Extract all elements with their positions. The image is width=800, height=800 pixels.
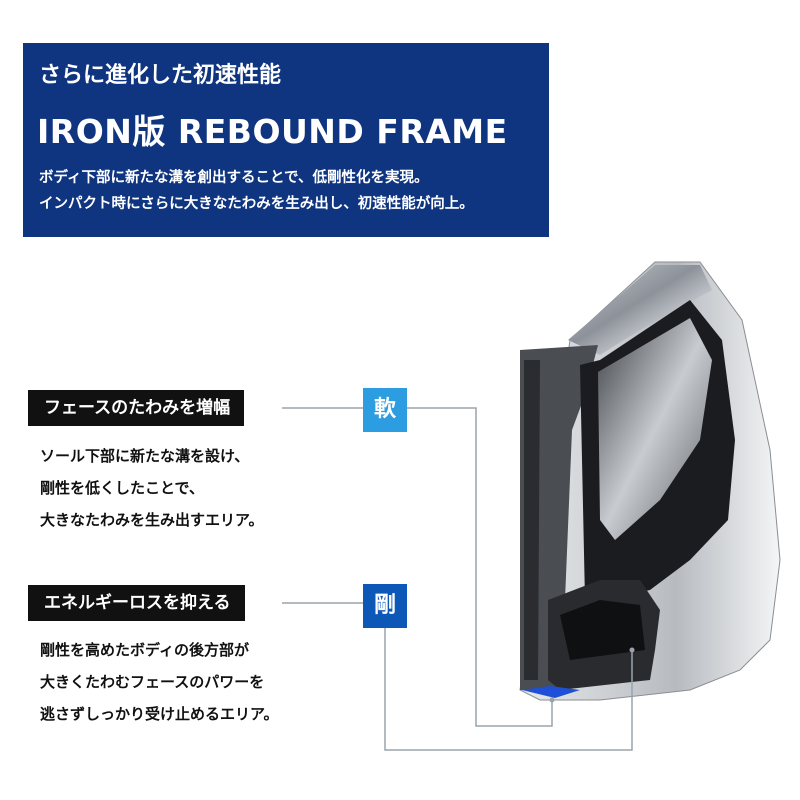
feature2-line-1: 剛性を高めたボディの後方部が — [40, 641, 249, 659]
feature-desc-face-flex: ソール下部に新たな溝を設け、 剛性を低くしたことで、 大きなたわみを生み出すエリ… — [40, 440, 264, 536]
club-sole-inner — [560, 600, 645, 660]
club-face-grooves — [524, 360, 540, 680]
club-top-frame — [568, 265, 712, 355]
hard-tag: 剛 — [363, 584, 407, 628]
feature2-line-3: 逃さずしっかり受け止めるエリア。 — [40, 705, 279, 723]
header-title: IRON版 REBOUND FRAME — [37, 112, 508, 151]
feature1-line-3: 大きなたわみを生み出すエリア。 — [40, 511, 264, 529]
header-desc-line-1: ボディ下部に新たな溝を創出することで、低剛性化を実現。 — [39, 170, 429, 186]
header-subtitle: さらに進化した初速性能 — [39, 63, 282, 88]
club-insert — [598, 318, 712, 540]
header-desc-line-2: インパクト時にさらに大きなたわみを生み出し、初速性能が向上。 — [39, 196, 474, 212]
feature-label-energy-loss: エネルギーロスを抑える — [28, 585, 245, 621]
sole-groove-highlight — [522, 686, 580, 698]
connector-lines — [282, 407, 633, 751]
feature2-line-2: 大きくたわむフェースのパワーを — [40, 673, 265, 691]
soft-tag: 軟 — [363, 388, 407, 432]
feature1-line-2: 剛性を低くしたことで、 — [40, 479, 204, 497]
feature-desc-energy-loss: 剛性を高めたボディの後方部が 大きくたわむフェースのパワーを 逃さずしっかり受け… — [40, 634, 279, 730]
header-banner: さらに進化した初速性能 IRON版 REBOUND FRAME ボディ下部に新た… — [23, 43, 549, 237]
feature1-line-1: ソール下部に新たな溝を設け、 — [40, 447, 250, 465]
hard-connector-line-to-club — [384, 628, 633, 751]
soft-connector-dot — [549, 697, 555, 703]
soft-connector-line-to-club — [407, 407, 553, 727]
header-description: ボディ下部に新たな溝を創出することで、低剛性化を実現。 インパクト時にさらに大き… — [39, 165, 474, 217]
hard-connector-dot — [629, 647, 635, 653]
feature-label-face-flex: フェースのたわみを増幅 — [28, 390, 245, 426]
